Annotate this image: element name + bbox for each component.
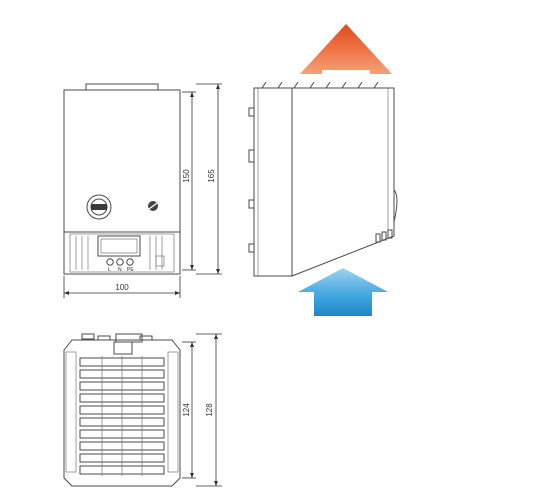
bottom-fins xyxy=(375,229,393,243)
dim-text-100: 100 xyxy=(115,283,129,292)
dimension-depth-128: 128 xyxy=(196,333,222,487)
grille-slats xyxy=(79,356,165,476)
front-housing xyxy=(63,89,181,275)
left-side-vent xyxy=(65,351,77,473)
terminal-block: L N PE xyxy=(69,233,175,273)
connector-3 xyxy=(115,333,143,343)
dim-text-150: 150 xyxy=(182,169,191,183)
dimension-height-150: 150 xyxy=(182,91,196,271)
right-side-vent xyxy=(167,351,179,473)
mount-clip-3 xyxy=(248,199,255,209)
top-louvers xyxy=(261,81,379,89)
dim-text-124: 124 xyxy=(182,403,191,417)
dim-text-128: 128 xyxy=(205,403,214,417)
screw-icon xyxy=(148,201,158,211)
connector-1 xyxy=(81,333,95,340)
terminal-label-l: L xyxy=(108,267,111,273)
side-back-plate xyxy=(253,87,293,277)
bottom-housing xyxy=(63,339,181,487)
bottom-view: 124 128 xyxy=(63,333,222,487)
terminal-label-pe: PE xyxy=(127,267,134,273)
terminal-label-n: N xyxy=(118,267,122,273)
mount-clip-4 xyxy=(248,243,255,253)
front-view: L N PE 150 165 10 xyxy=(63,83,222,298)
cold-air-arrow-icon xyxy=(298,268,388,316)
dimension-width-100: 100 xyxy=(63,276,181,298)
mount-clip-2 xyxy=(248,149,255,163)
side-housing xyxy=(291,87,395,277)
bottom-socket xyxy=(113,341,133,355)
hot-air-arrow-icon xyxy=(300,24,392,74)
side-knob xyxy=(393,189,398,223)
connector-2 xyxy=(97,335,111,341)
front-top-cap xyxy=(85,83,159,91)
mount-clip-1 xyxy=(248,107,255,117)
dimension-height-165: 165 xyxy=(196,83,222,275)
dimension-depth-124: 124 xyxy=(182,341,196,479)
side-view xyxy=(248,24,398,316)
thermostat-knob xyxy=(86,194,112,220)
dim-text-165: 165 xyxy=(207,169,216,183)
